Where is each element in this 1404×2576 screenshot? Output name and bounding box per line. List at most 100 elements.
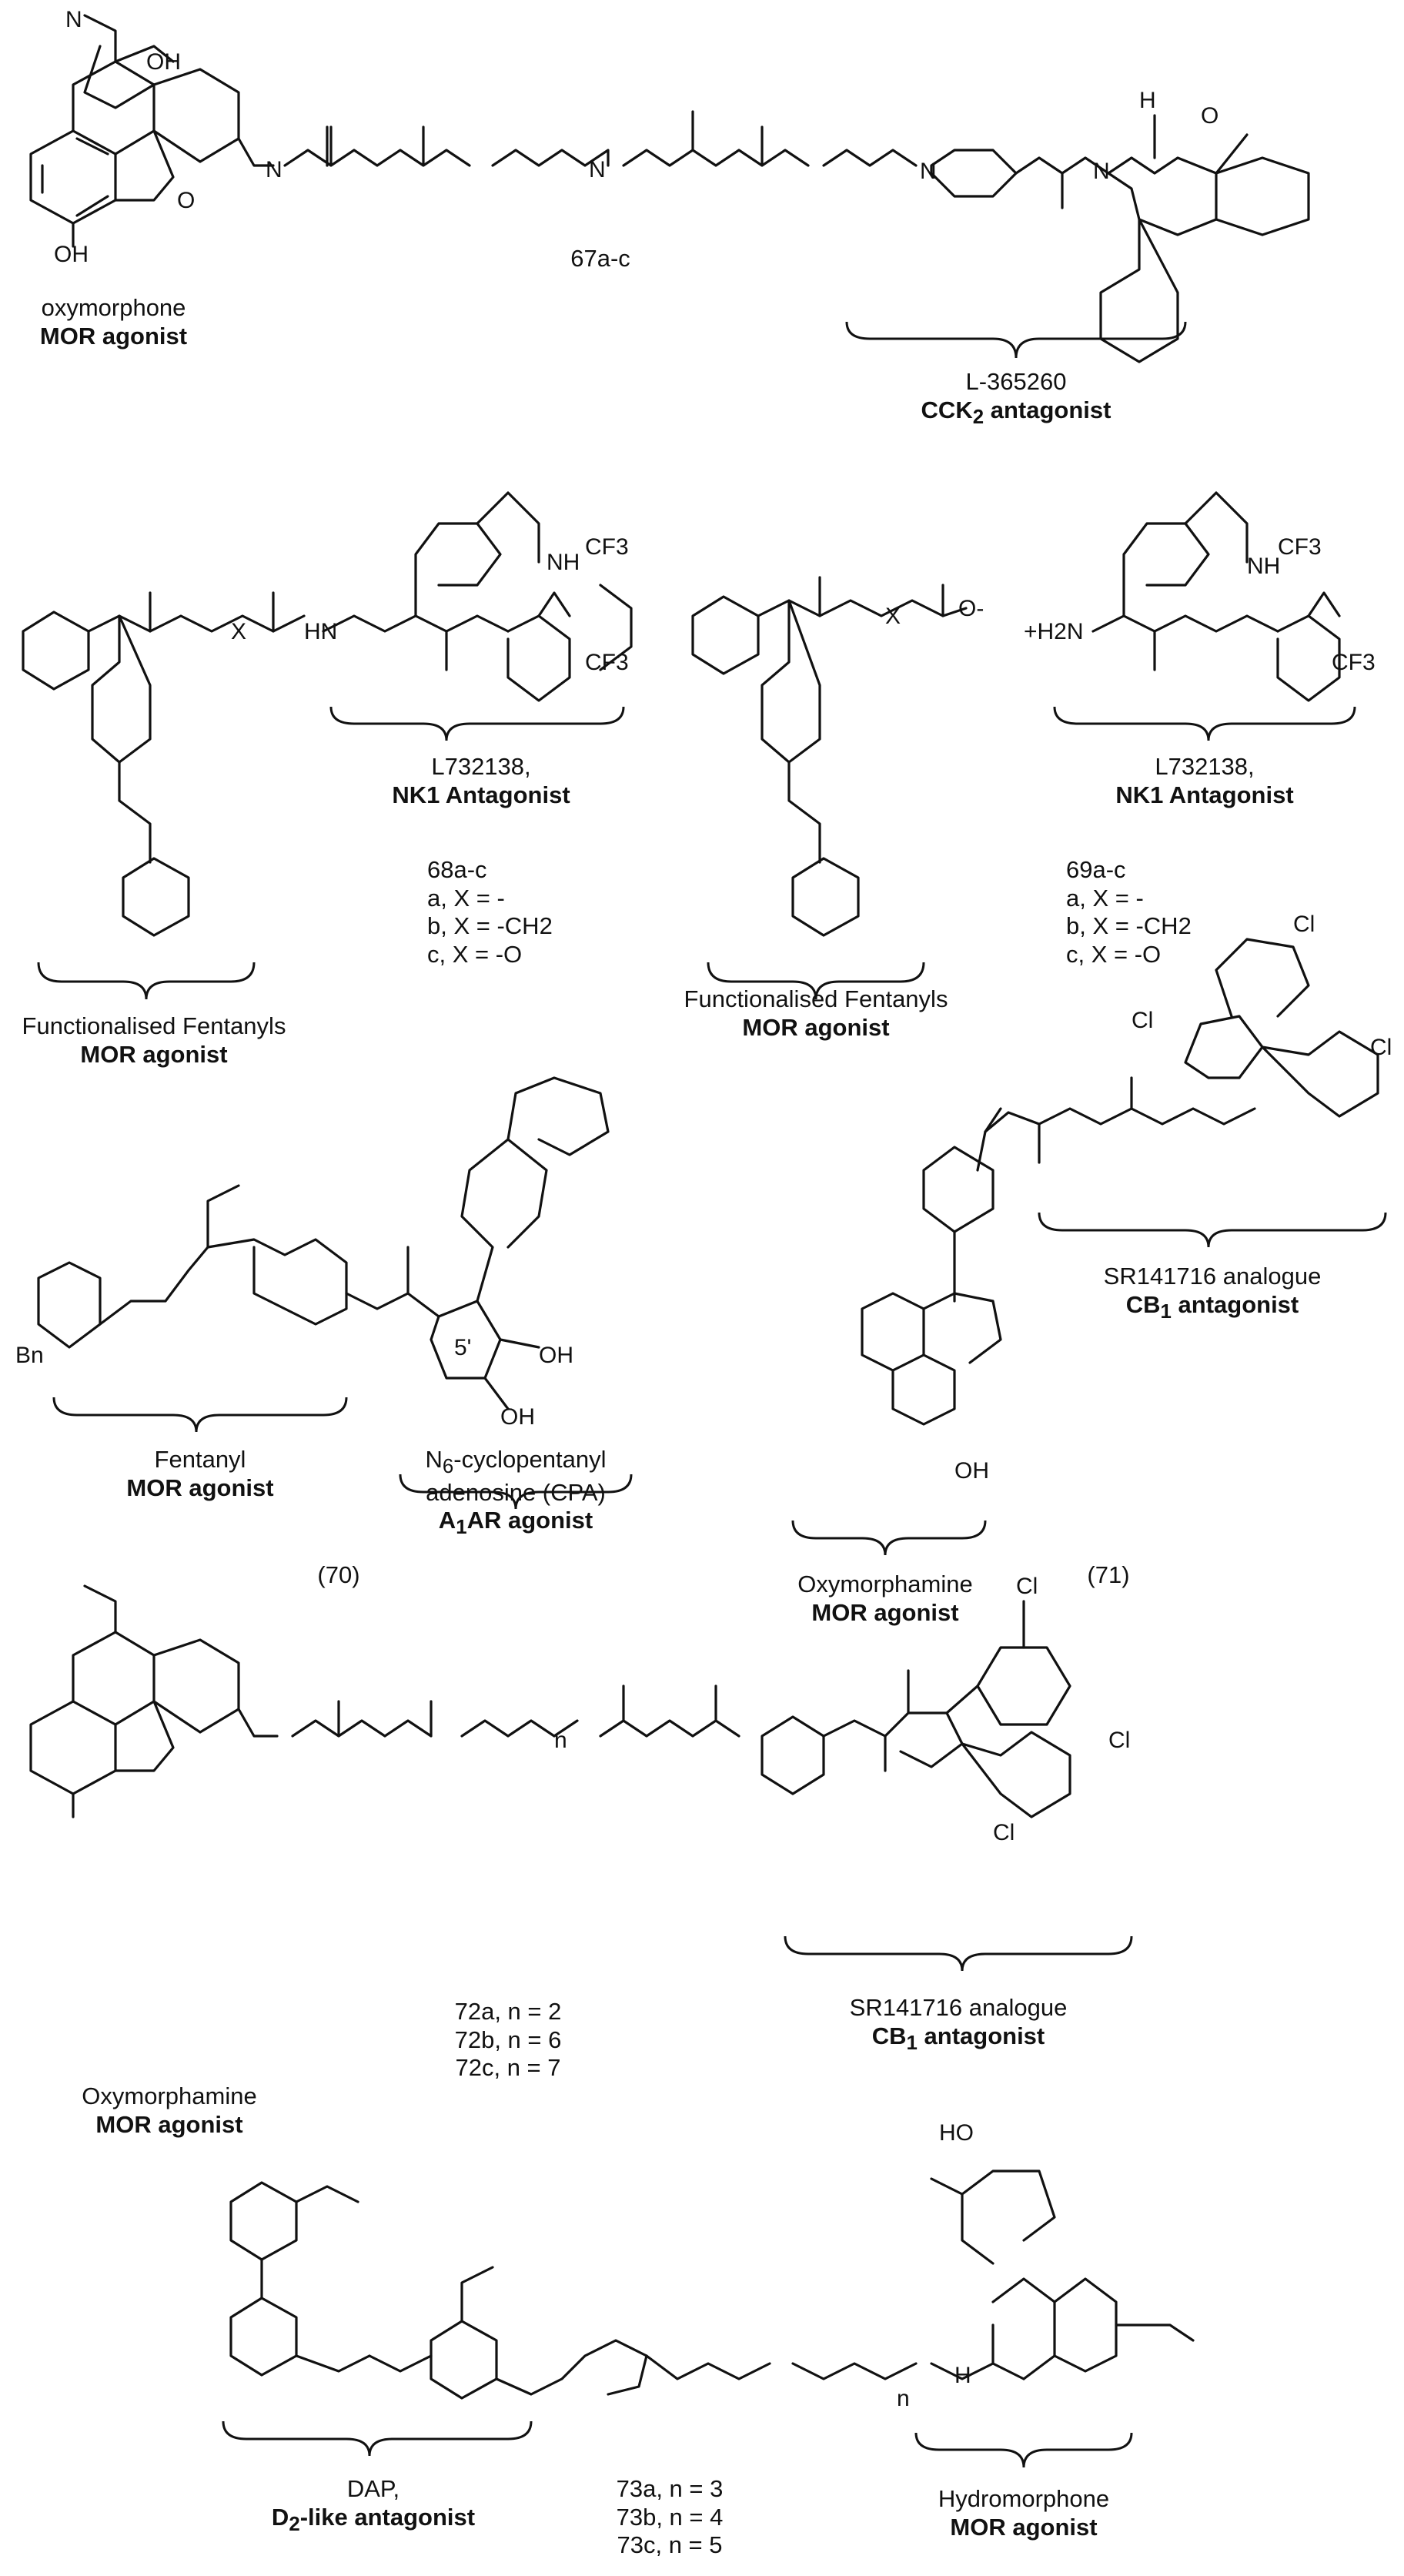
atom-h: H	[954, 2363, 971, 2388]
structure-70	[37, 1076, 610, 1410]
structure-68	[22, 491, 633, 937]
label-fentanyl-b: Functionalised Fentanyls MOR agonist	[662, 985, 970, 1042]
sr-71-role-main: CB	[1125, 1290, 1161, 1318]
atom-h: H	[1139, 88, 1156, 113]
series-73-a: 73a, n = 3	[616, 2475, 724, 2502]
l365260-role: CCK2 antagonist	[908, 396, 1124, 430]
oxymorphone-name: oxymorphone	[41, 294, 186, 321]
brace-l732138-b	[1053, 706, 1356, 741]
label-fentanyl-a: Functionalised Fentanyls MOR agonist	[0, 1012, 308, 1069]
atom-oh: OH	[539, 1343, 573, 1368]
label-fentanyl-70: Fentanyl MOR agonist	[108, 1446, 292, 1502]
role-tail: antagonist	[984, 396, 1112, 423]
atom-n: N	[1093, 159, 1110, 184]
atom-nh: NH	[547, 550, 580, 575]
cpa-role-main: A	[438, 1507, 456, 1534]
sr-71-role-tail: antagonist	[1171, 1290, 1299, 1318]
sr-72-role-sub: 1	[906, 2032, 918, 2054]
brace-oxymorphamine-71	[791, 1520, 987, 1556]
brace-dap	[222, 2420, 533, 2457]
atom-n: N	[589, 157, 606, 182]
structure-69	[691, 491, 1341, 937]
atom-bn: Bn	[15, 1343, 44, 1368]
atom-n-sub: n	[897, 2386, 910, 2411]
atom-x: X	[231, 619, 246, 644]
brace-sr-72	[784, 1935, 1133, 1972]
series-73-b: 73b, n = 4	[616, 2503, 724, 2531]
l732138-b-role: NK1 Antagonist	[1115, 781, 1294, 808]
structure-72	[29, 1584, 1071, 1818]
compound-id-70: (70)	[317, 1561, 360, 1588]
cpa-n-tail: -cyclopentanyl	[453, 1446, 607, 1473]
cpa-role-sub: 1	[456, 1517, 467, 1539]
cpa-role-tail: AR agonist	[466, 1507, 593, 1534]
cpa-n-sub: 6	[442, 1456, 454, 1478]
brace-sr-71	[1038, 1212, 1387, 1248]
atom-x: X	[885, 604, 901, 629]
hydromorphone-name: Hydromorphone	[938, 2485, 1110, 2512]
atom-o: O	[1201, 103, 1218, 129]
atom-hn: HN	[304, 619, 337, 644]
structure-73	[229, 2170, 1195, 2400]
atom-oh: OH	[54, 242, 89, 267]
label-l365260: L-365260 CCK2 antagonist	[908, 368, 1124, 429]
atom-cf3: CF3	[1278, 534, 1322, 560]
sr-72-name: SR141716 analogue	[849, 1994, 1068, 2021]
atom-n: N	[920, 159, 937, 184]
atom-cf3: CF3	[1332, 650, 1376, 675]
series-68-id: 68a-c	[427, 856, 487, 883]
atom-h2n: +H2N	[1024, 619, 1084, 644]
fentanyl-70-name: Fentanyl	[154, 1446, 246, 1473]
sr-72-role-tail: antagonist	[917, 2022, 1045, 2049]
atom-oh: OH	[954, 1458, 989, 1484]
series-72-c: 72c, n = 7	[455, 2054, 561, 2082]
atom-cl: Cl	[1108, 1728, 1130, 1753]
atom-labels: OH OH O N N N N N H O X X HN NH NH CF3 C…	[15, 7, 1392, 2411]
atom-cl: Cl	[1293, 912, 1315, 937]
atom-cl: Cl	[993, 1820, 1015, 1845]
dap-role: D2-like antagonist	[254, 2504, 493, 2537]
atom-5prime: 5'	[454, 1335, 471, 1360]
label-oxymorphamine-71: Oxymorphamine MOR agonist	[770, 1571, 1001, 1627]
atom-nh: NH	[1247, 554, 1280, 579]
compound-id-71: (71)	[1087, 1561, 1130, 1588]
l732138-a-role: NK1 Antagonist	[392, 781, 570, 808]
atom-oh: OH	[146, 49, 181, 75]
label-hydromorphone: Hydromorphone MOR agonist	[920, 2485, 1128, 2541]
sr-71-role: CB1 antagonist	[1093, 1291, 1332, 1324]
brace-fentanyl-b	[707, 962, 925, 1000]
fentanyl-b-role: MOR agonist	[742, 1013, 890, 1041]
label-oxymorphamine-72: Oxymorphamine MOR agonist	[54, 2083, 285, 2139]
sr-72-role: CB1 antagonist	[839, 2022, 1078, 2056]
series-73: 73a, n = 3 73b, n = 4 73c, n = 5	[593, 2475, 747, 2560]
series-69-c: c, X = -O	[1066, 940, 1162, 968]
oxymorphamine-71-role: MOR agonist	[811, 1598, 959, 1626]
label-l732138-b: L732138, NK1 Antagonist	[1108, 753, 1301, 809]
compound-id-67: 67a-c	[570, 245, 630, 272]
l732138-a-name: L732138,	[431, 753, 531, 780]
brace-fentanyl-70	[52, 1397, 348, 1433]
series-68-a: a, X = -	[427, 884, 505, 912]
series-73-c: 73c, n = 5	[617, 2531, 723, 2559]
brace-cpa	[399, 1474, 633, 1510]
dap-role-sub: 2	[289, 2513, 300, 2535]
brace-fentanyl-a	[37, 962, 256, 1000]
atom-ho: HO	[939, 2120, 974, 2146]
atom-n-sub: n	[554, 1728, 567, 1753]
oxymorphamine-71-name: Oxymorphamine	[797, 1571, 973, 1597]
atom-n: N	[266, 157, 282, 182]
atom-cl: Cl	[1370, 1035, 1392, 1060]
series-69-a: a, X = -	[1066, 884, 1144, 912]
cpa-n: N	[425, 1446, 443, 1473]
atom-cf3: CF3	[585, 534, 629, 560]
series-68-c: c, X = -O	[427, 940, 523, 968]
label-l732138-a: L732138, NK1 Antagonist	[385, 753, 577, 809]
atom-cl: Cl	[1016, 1574, 1038, 1599]
fentanyl-b-name: Functionalised Fentanyls	[684, 985, 948, 1012]
series-72-a: 72a, n = 2	[454, 1998, 562, 2025]
sr-72-role-main: CB	[871, 2022, 907, 2049]
atom-cf3: CF3	[585, 650, 629, 675]
fentanyl-70-role: MOR agonist	[126, 1474, 274, 1501]
series-69-b: b, X = -CH2	[1066, 912, 1192, 940]
